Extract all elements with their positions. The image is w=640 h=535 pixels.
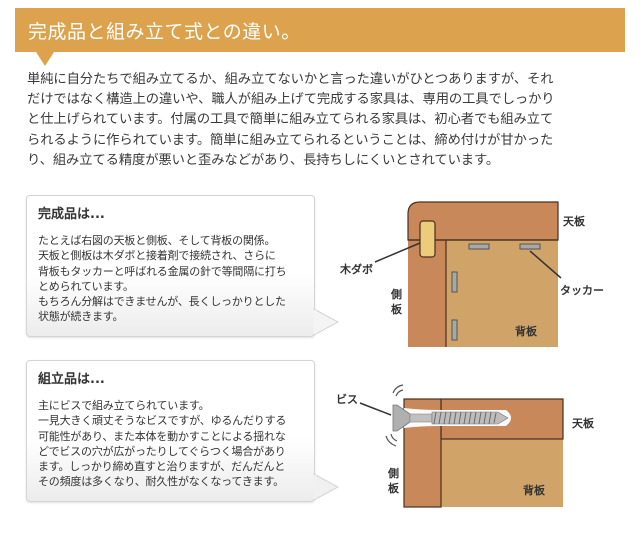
callout-line: どでビスの穴が広がったりしてぐらつく場合があり [38,444,286,458]
intro-line: り、組み立てる精度が悪いと歪みなどがあり、長持ちしにくいとされています。 [27,152,500,168]
callout-line: ます。しっかり締め直すと治りますが、だんだんと [38,460,286,474]
assembled-product-text: 主にビスで組み立てられています。 一見大きく頑丈そうなビスですが、ゆるんだりする… [38,398,286,490]
dowel-shape [419,220,436,258]
callout-line: 可能性があり、また本体を動かすことによる揺れな [38,429,286,443]
label-side-board: 側板 [388,467,399,495]
section-header: 完成品と組み立て式との違い。 [15,8,625,52]
assembled-product-callout: 組立品は... 主にビスで組み立てられています。 一見大きく頑丈そうなビスですが… [26,360,315,502]
callout-line: たとえば右図の天板と側板、そして背板の関係。 [38,234,276,247]
callout-line: 背板もタッカーと呼ばれる金属の針で等間隔に打ち [38,264,287,278]
finished-product-text: たとえば右図の天板と側板、そして背板の関係。 天板と側板は木ダボと接着剤で接続さ… [38,233,287,325]
label-screw: ビス [336,393,358,406]
intro-paragraph: 単純に自分たちで組み立てるか、組み立てないかと言った違いがひとつありますが、それ… [27,70,617,171]
intro-line: だけではなく構造上の違いや、職人が組み上げて完成する家具は、専用の工具でしっかり [27,92,555,108]
finished-product-title: 完成品は... [38,207,105,222]
assembled-product-title: 組立品は... [38,372,105,387]
intro-line: 単純に自分たちで組み立てるか、組み立てないかと言った違いがひとつありますが、それ [27,72,554,87]
label-back-board: 背板 [523,484,545,497]
callout-line: その頻度は多くなり、耐久性がなくなってきます。 [38,475,284,489]
callout-line: とめられています。 [38,279,134,293]
label-back-board: 背板 [515,325,537,338]
intro-line: られるように作られています。簡単に組み立てられるということは、締め付けが甘かった [27,132,554,148]
finished-product-callout: 完成品は... たとえば右図の天板と側板、そして背板の関係。 天板と側板は木ダボ… [26,195,315,337]
label-side-board: 側板 [391,288,402,316]
intro-line: と仕上げられています。付属の工具で簡単に組み立てられる家具は、初心者でも組み立て [27,112,554,128]
label-top-board: 天板 [572,417,594,430]
header-pointer [36,52,54,66]
callout-line: 天板と側板は木ダボと接着剤で接続され、さらに [38,249,276,263]
callout-line: 一見大きく頑丈そうなビスですが、ゆるんだりする [38,414,287,428]
label-tacker: タッカー [560,284,604,297]
callout-line: 主にビスで組み立てられています。 [38,399,210,412]
callout-line: もちろん分解はできませんが、長くしっかりとした [38,295,286,309]
section-title: 完成品と組み立て式との違い。 [28,21,301,43]
label-top-board: 天板 [563,215,585,228]
callout-pointer [313,473,339,501]
callout-line: 状態が続きます。 [38,310,124,324]
label-dowel: 木ダボ [340,263,373,276]
callout-pointer [313,308,339,336]
